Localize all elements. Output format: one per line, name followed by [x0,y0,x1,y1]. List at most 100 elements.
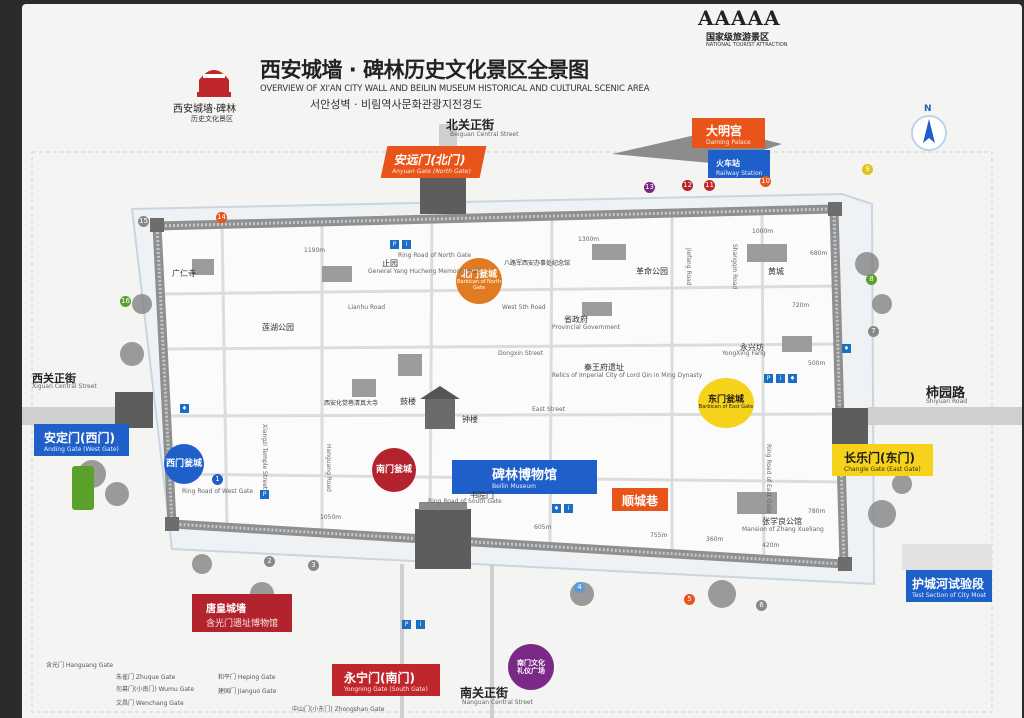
map-marker-14[interactable]: 14 [216,212,227,223]
compass-north-label: N [924,104,932,114]
restroom-icon[interactable]: ♦ [552,504,561,513]
map-marker-6[interactable]: 6 [756,600,767,611]
map-marker-3[interactable]: 3 [308,560,319,571]
moat-test-name: 护城河试验段 [912,577,985,591]
site-lianhu-park[interactable]: 莲湖公园 [262,323,294,332]
west-gate-name: 安定门(西门) [44,431,115,445]
north-street-label: 北关正街 [446,118,495,132]
distance-label: 500m [808,360,826,367]
shuncheng-lane-banner[interactable]: 顺城巷 [612,488,669,511]
map-marker-5[interactable]: 5 [684,594,695,605]
railway-station-banner[interactable]: 火车站 Railway Station [708,150,771,178]
east-street-en: Shiyuan Road [926,398,968,405]
site-guangren-temple[interactable]: 广仁寺 [172,269,196,278]
site-yang-memorial[interactable]: 止园 [382,259,398,268]
site-drum-tower[interactable]: 鼓楼 [400,397,416,406]
north-barbican-circle[interactable]: 北门瓮城 Barbican of North Gate [456,258,502,304]
map-marker-10[interactable]: 10 [760,176,771,187]
east-gate-en: Changle Gate (East Gate) [844,466,921,473]
map-marker-15[interactable]: 15 [138,216,149,227]
site-yongxing-fang[interactable]: 永兴坊 [740,343,764,352]
site-yongxing-fang-en: YongXing Fang [722,350,766,357]
site-shuyuan-gate[interactable]: 书院门 [470,491,494,500]
west-gate-banner[interactable]: 安定门(西门) Anding Gate (West Gate) [34,424,129,456]
east-gate-banner[interactable]: 长乐门(东门) Changle Gate (East Gate) [832,444,933,476]
south-barbican-circle[interactable]: 南门瓮城 [372,448,416,492]
north-gate-banner[interactable]: 安远门(北门) Anyuan Gate (North Gate) [380,146,487,178]
map-marker-13[interactable]: 13 [644,182,655,193]
map-marker-12[interactable]: 12 [682,180,693,191]
moat-test-banner[interactable]: 护城河试验段 Test Section of City Moat [906,570,993,602]
daming-palace-en: Daming Palace [706,139,751,146]
map-marker-16[interactable]: 16 [120,296,131,307]
north-barbican-name: 北门瓮城 [460,270,497,281]
map-marker-9[interactable]: 9 [862,164,873,175]
map-marker-1[interactable]: 1 [212,474,223,485]
north-barbican-en: Barbican of North Gate [456,279,502,292]
tang-wall-banner[interactable]: 唐皇城墙 含光门遗址博物馆 [192,594,293,632]
distance-label: 1300m [578,236,600,243]
site-huangcheng-lane[interactable]: 黄城 [768,267,784,276]
distance-label: 1000m [752,228,774,235]
info-icon[interactable]: i [564,504,573,513]
east-barbican-circle[interactable]: 东门瓮城 Barbican of East Gate [698,378,754,428]
site-bell-tower[interactable]: 钟楼 [462,415,478,424]
tang-wall-name2: 含光门遗址博物馆 [206,619,279,629]
west-street-label: 西关正街 [32,372,76,385]
compass: N [906,104,952,152]
site-eighth-route[interactable]: 八路军西安办事处纪念馆 [504,260,571,267]
distance-label: 605m [534,524,552,531]
site-qin-relics[interactable]: 秦王府遗址 [584,363,624,372]
south-barbican-name: 南门瓮城 [375,464,412,475]
distance-label: 1050m [320,514,342,521]
site-great-mosque[interactable]: 西安化觉巷清真大寺 [324,400,379,407]
south-gate-banner[interactable]: 永宁门(南门) Yongning Gate (South Gate) [332,664,440,696]
road-jiefang: Jiefang Road [685,248,692,286]
parking-icon[interactable]: P [402,620,411,629]
parking-icon[interactable]: P [260,490,269,499]
map-marker-2[interactable]: 2 [264,556,275,567]
distance-label: 360m [706,536,724,543]
logo-emblem-icon [197,70,231,97]
railway-station-en: Railway Station [716,170,763,177]
west-barbican-circle[interactable]: 西门瓮城 [164,444,204,484]
legend-item: 文昌门 Wenchang Gate [116,700,184,707]
map-marker-4[interactable]: 4 [574,582,585,593]
distance-label: 755m [650,532,668,539]
north-gate-en: Anyuan Gate (North Gate) [391,168,472,175]
north-street-en: Beiguan Central Street [450,131,519,138]
map-marker-11[interactable]: 11 [704,180,715,191]
west-street-en: Xiguan Central Street [32,383,97,390]
rating-stars: AAAAA [698,6,781,30]
tang-wall-name: 唐皇城墙 [206,604,246,615]
restroom-icon[interactable]: ♦ [842,344,851,353]
culture-square-name: 南门文化 [517,658,545,667]
legend-item: 中山门(小东门) Zhongshan Gate [292,706,385,713]
daming-palace-banner[interactable]: 大明宫 Daming Palace [692,118,765,148]
info-icon[interactable]: i [776,374,785,383]
culture-square-circle[interactable]: 南门文化 礼仪广场 [508,644,554,690]
rating-cn: 国家级旅游景区 [706,33,770,43]
site-provincial-gov[interactable]: 省政府 [564,315,588,324]
site-zhang-mansion[interactable]: 张学良公馆 [762,517,802,526]
parking-icon[interactable]: P [390,240,399,249]
road-west-ring: Ring Road of West Gate [182,488,254,495]
restroom-icon[interactable]: ♦ [788,374,797,383]
south-street-label: 南关正街 [460,686,509,700]
map-marker-8[interactable]: 8 [866,274,877,285]
restroom-icon[interactable]: ♦ [180,404,189,413]
map-marker-7[interactable]: 7 [868,326,879,337]
info-icon[interactable]: i [416,620,425,629]
green-sign [72,466,94,510]
parking-icon[interactable]: P [764,374,773,383]
beilin-museum-en: Beilin Museum [492,483,536,490]
east-barbican-en: Barbican of East Gate [698,404,754,411]
north-arrow-icon [911,115,947,151]
site-qin-relics-en: Relics of Imperial City of Lord Qin in M… [552,372,703,379]
distance-label: 680m [810,250,828,257]
shuncheng-lane-name: 顺城巷 [622,494,659,508]
info-icon[interactable]: i [402,240,411,249]
site-revolution-park[interactable]: 革命公园 [636,267,668,276]
beilin-museum-banner[interactable]: 碑林博物馆 Beilin Museum [452,460,598,494]
road-east-ring: Ring Road of East Gate [765,444,772,514]
